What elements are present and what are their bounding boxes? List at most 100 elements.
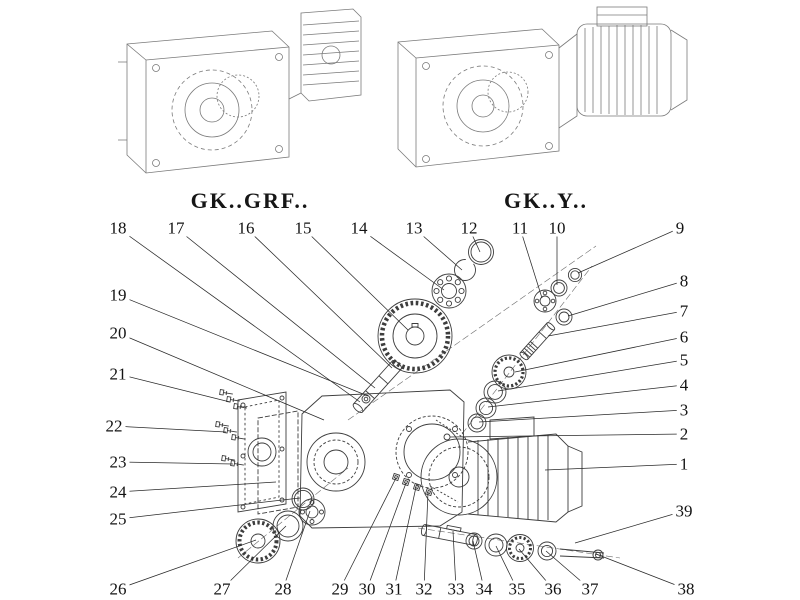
part-number-7: 7	[676, 302, 692, 320]
leader-line-24	[117, 481, 277, 493]
leader-line-9	[577, 227, 681, 274]
leader-line-27	[221, 525, 287, 590]
leader-line-2	[449, 433, 685, 438]
output-bearing	[298, 498, 326, 526]
leader-line-22	[113, 425, 227, 433]
part-number-22: 22	[102, 417, 126, 435]
part-number-16: 16	[234, 219, 258, 237]
part-number-24: 24	[106, 483, 130, 501]
input-bearing	[431, 273, 467, 309]
leader-line-32	[423, 491, 429, 590]
part-number-12: 12	[457, 219, 481, 237]
part-number-28: 28	[271, 580, 295, 598]
part-number-13: 13	[402, 219, 426, 237]
part-number-36: 36	[541, 580, 565, 598]
part-number-9: 9	[672, 219, 688, 237]
leader-line-29	[339, 477, 397, 590]
part-number-18: 18	[106, 219, 130, 237]
part-number-26: 26	[106, 580, 130, 598]
leader-line-4	[487, 384, 685, 408]
part-number-25: 25	[106, 510, 130, 528]
part-number-1: 1	[676, 455, 692, 473]
part-number-35: 35	[505, 580, 529, 598]
part-number-2: 2	[676, 425, 692, 443]
o-ring	[468, 239, 494, 265]
pinion-shaft	[519, 322, 556, 361]
leader-line-23	[117, 461, 234, 465]
part-number-15: 15	[291, 219, 315, 237]
shim-ring-3	[467, 413, 487, 433]
caption-gk-grf: GK..GRF..	[190, 188, 310, 213]
assembled-gearbox-grf	[118, 8, 362, 174]
leader-line-21	[117, 373, 231, 403]
part-number-34: 34	[472, 580, 496, 598]
leader-line-11	[519, 227, 543, 299]
part-number-5: 5	[676, 351, 692, 369]
caption-gk-y: GK..Y..	[503, 188, 589, 213]
spacer-ring-8	[555, 308, 573, 326]
leader-line-14	[358, 227, 445, 291]
part-number-14: 14	[347, 219, 371, 237]
leader-line-25	[117, 497, 301, 520]
part-number-21: 21	[106, 365, 130, 383]
part-number-3: 3	[676, 401, 692, 419]
center-axes	[237, 245, 621, 559]
leader-line-20	[117, 332, 325, 421]
part-number-10: 10	[545, 219, 569, 237]
leader-line-16	[245, 227, 393, 369]
leader-line-5	[497, 359, 685, 392]
part-number-23: 23	[106, 453, 130, 471]
part-number-39: 39	[672, 502, 696, 520]
washer-37	[537, 541, 557, 561]
ring-10	[550, 279, 568, 297]
leader-line-3	[478, 409, 685, 423]
leader-line-33	[452, 530, 457, 590]
leader-line-8	[567, 280, 685, 317]
output-shaft	[420, 524, 478, 546]
leader-line-18	[117, 227, 361, 403]
leader-line-26	[117, 539, 257, 590]
part-number-17: 17	[164, 219, 188, 237]
part-number-29: 29	[328, 580, 352, 598]
part-number-31: 31	[382, 580, 406, 598]
exploded-assembly	[215, 239, 621, 564]
leader-line-1	[544, 463, 685, 471]
gear-housing	[299, 389, 469, 529]
leader-line-31	[393, 486, 417, 590]
leader-line-15	[302, 227, 409, 331]
part-number-6: 6	[676, 328, 692, 346]
part-number-19: 19	[106, 286, 130, 304]
part-number-27: 27	[210, 580, 234, 598]
small-bearing	[533, 289, 557, 313]
shaft-key	[446, 524, 462, 532]
ring-9	[567, 267, 583, 283]
part-number-30: 30	[355, 580, 379, 598]
leader-line-28	[282, 510, 311, 590]
oil-seal	[272, 510, 304, 542]
leader-line-39	[574, 510, 685, 544]
part-number-38: 38	[674, 580, 698, 598]
part-number-20: 20	[106, 324, 130, 342]
gear-36	[506, 534, 534, 562]
leader-line-7	[547, 310, 685, 337]
output-gear	[235, 518, 281, 564]
main-gear	[377, 298, 453, 374]
cover-gasket	[257, 410, 299, 515]
assembled-gearbox-y	[397, 6, 688, 168]
part-number-4: 4	[676, 376, 692, 394]
leader-line-17	[175, 227, 376, 389]
part-number-32: 32	[412, 580, 436, 598]
leader-line-6	[514, 336, 685, 373]
retaining-ring	[454, 259, 476, 281]
leader-line-38	[595, 553, 687, 590]
part-number-8: 8	[676, 272, 692, 290]
part-number-37: 37	[578, 580, 602, 598]
leader-line-19	[117, 294, 369, 397]
leader-line-30	[366, 482, 407, 590]
part-number-33: 33	[444, 580, 468, 598]
end-bolt	[559, 548, 605, 561]
rear-cover-plate	[237, 391, 287, 513]
